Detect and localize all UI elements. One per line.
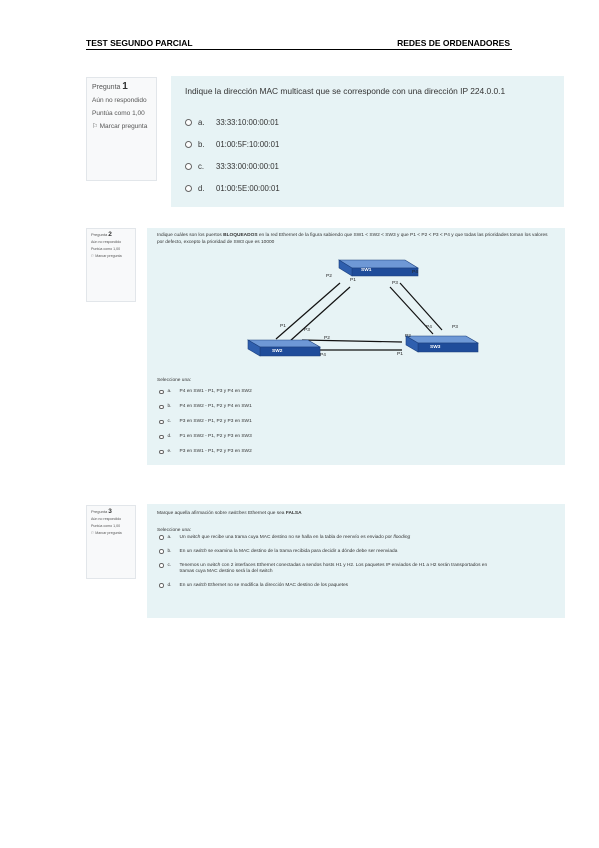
- port-label-sw2-p1: P1: [280, 324, 286, 329]
- port-label-sw2-p4: P4: [320, 353, 326, 358]
- radio-button[interactable]: [185, 140, 192, 148]
- page-header: TEST SEGUNDO PARCIAL REDES DE ORDENADORE…: [86, 38, 512, 50]
- question-score: Puntúa como 1,00: [91, 247, 121, 251]
- question-text: Indique la dirección MAC multicast que s…: [185, 86, 506, 96]
- answer-option-a[interactable]: a.P4 en SW1 - P1, P3 y P4 en SW2: [159, 389, 252, 404]
- radio-button[interactable]: [159, 449, 164, 454]
- radio-button[interactable]: [159, 549, 164, 554]
- question-2-info: Pregunta 2 Aún no respondido Puntúa como…: [86, 228, 136, 302]
- link-sw1-p2-sw2-p1: [275, 282, 341, 340]
- question-1-info: Pregunta 1 Aún no respondido Puntúa como…: [86, 77, 157, 181]
- answer-option-b[interactable]: b.P4 en SW2 - P1, P2 y P4 en SW1: [159, 404, 252, 419]
- question-3-content: Marque aquella afirmación sobre switches…: [147, 504, 565, 618]
- port-label-sw3-p4: P4: [426, 325, 432, 330]
- question-label: Pregunta: [91, 509, 108, 514]
- network-topology: [246, 259, 480, 357]
- question-status: Aún no respondido: [91, 517, 122, 521]
- question-number: 2: [108, 231, 112, 238]
- document-title: TEST SEGUNDO PARCIAL: [86, 38, 193, 48]
- question-3-info: Pregunta 3 Aún no respondido Puntúa como…: [86, 505, 136, 579]
- radio-button[interactable]: [185, 184, 192, 192]
- question-label: Pregunta: [92, 84, 121, 91]
- link-sw1-p4-sw3-p4: [399, 282, 443, 331]
- link-sw2-p2-sw3-p2: [301, 339, 403, 343]
- port-label-sw3-p3: P3: [452, 325, 458, 330]
- course-title: REDES DE ORDENADORES: [397, 38, 510, 48]
- port-label-sw3-p1: P1: [397, 352, 403, 357]
- answer-options: a.33:33:10:00:00:01 b.01:00:5F:10:00:01 …: [185, 111, 550, 199]
- port-label-sw3-p2: P2: [405, 334, 411, 339]
- switch-sw2-shape: [246, 339, 322, 357]
- question-score: Puntúa como 1,00: [92, 110, 145, 117]
- question-1-content: Indique la dirección MAC multicast que s…: [171, 76, 564, 207]
- port-label-sw2-p3: P3: [304, 328, 310, 333]
- answer-option-d[interactable]: d.01:00:5E:00:00:01: [185, 177, 550, 199]
- question-status: Aún no respondido: [91, 240, 122, 244]
- flag-icon: ⚐: [92, 123, 98, 130]
- flag-question-link[interactable]: ⚐ Marcar pregunta: [92, 123, 148, 130]
- link-sw1-p1-sw2-p3: [289, 286, 351, 342]
- switch-sw2-label: SW2: [272, 349, 283, 354]
- answer-option-c[interactable]: c.33:33:00:00:00:01: [185, 155, 550, 177]
- answer-option-d[interactable]: d.En un switch Ethernet no se modifica l…: [159, 583, 499, 597]
- port-label-sw1-p3: P3: [392, 281, 398, 286]
- radio-button[interactable]: [185, 118, 192, 126]
- question-number: 1: [122, 81, 128, 92]
- answer-option-c[interactable]: c.P3 en SW2 - P1, P2 y P3 en SW1: [159, 419, 252, 434]
- radio-button[interactable]: [159, 563, 164, 568]
- radio-button[interactable]: [159, 389, 164, 394]
- radio-button[interactable]: [185, 162, 192, 170]
- select-label: Seleccione una:: [157, 378, 192, 383]
- switch-sw1-shape: [337, 259, 420, 277]
- question-text: Marque aquella afirmación sobre switches…: [157, 511, 302, 516]
- port-label-sw1-p2: P2: [326, 274, 332, 279]
- select-label: Seleccione una:: [157, 527, 192, 533]
- radio-button[interactable]: [159, 583, 164, 588]
- flag-question-link[interactable]: ⚐ Marcar pregunta: [91, 254, 122, 258]
- answer-options: a.Un switch que recibe una trama cuya MA…: [159, 535, 499, 597]
- answer-option-c[interactable]: c.Tenemos un switch con 2 interfaces Eth…: [159, 563, 499, 583]
- flag-icon: ⚐: [91, 531, 95, 535]
- answer-option-a[interactable]: a.33:33:10:00:00:01: [185, 111, 550, 133]
- network-diagram: SW1 SW2 SW3 P2 P1 P4 P3 P1 P3 P2 P4 P4 P…: [240, 254, 490, 369]
- switch-sw3-label: SW3: [430, 345, 441, 350]
- switch-sw1-label: SW1: [361, 268, 372, 273]
- port-label-sw1-p4: P4: [412, 270, 418, 275]
- radio-button[interactable]: [159, 404, 164, 409]
- answer-options: a.P4 en SW1 - P1, P3 y P4 en SW2 b.P4 en…: [159, 389, 252, 464]
- flag-icon: ⚐: [91, 254, 95, 258]
- port-label-sw1-p1: P1: [350, 278, 356, 283]
- answer-option-d[interactable]: d.P1 en SW2 - P1, P2 y P3 en SW3: [159, 434, 252, 449]
- port-label-sw2-p2: P2: [324, 336, 330, 341]
- answer-option-e[interactable]: e.P3 en SW1 - P1, P2 y P3 en SW2: [159, 449, 252, 464]
- question-number: 3: [108, 508, 112, 515]
- answer-option-b[interactable]: b.01:00:5F:10:00:01: [185, 133, 550, 155]
- question-status: Aún no respondido: [92, 97, 147, 104]
- question-label: Pregunta: [91, 232, 108, 237]
- link-sw1-p3-sw3-p3: [389, 286, 434, 335]
- flag-question-link[interactable]: ⚐ Marcar pregunta: [91, 531, 122, 535]
- switch-sw3-shape: [404, 335, 480, 353]
- question-text: Indique cuáles son los puertos BLOQUEADO…: [157, 233, 548, 245]
- radio-button[interactable]: [159, 419, 164, 424]
- question-score: Puntúa como 1,00: [91, 524, 121, 528]
- answer-option-a[interactable]: a.Un switch que recibe una trama cuya MA…: [159, 535, 499, 549]
- radio-button[interactable]: [159, 535, 164, 540]
- radio-button[interactable]: [159, 434, 164, 439]
- answer-option-b[interactable]: b.En un switch se examina la MAC destino…: [159, 549, 499, 563]
